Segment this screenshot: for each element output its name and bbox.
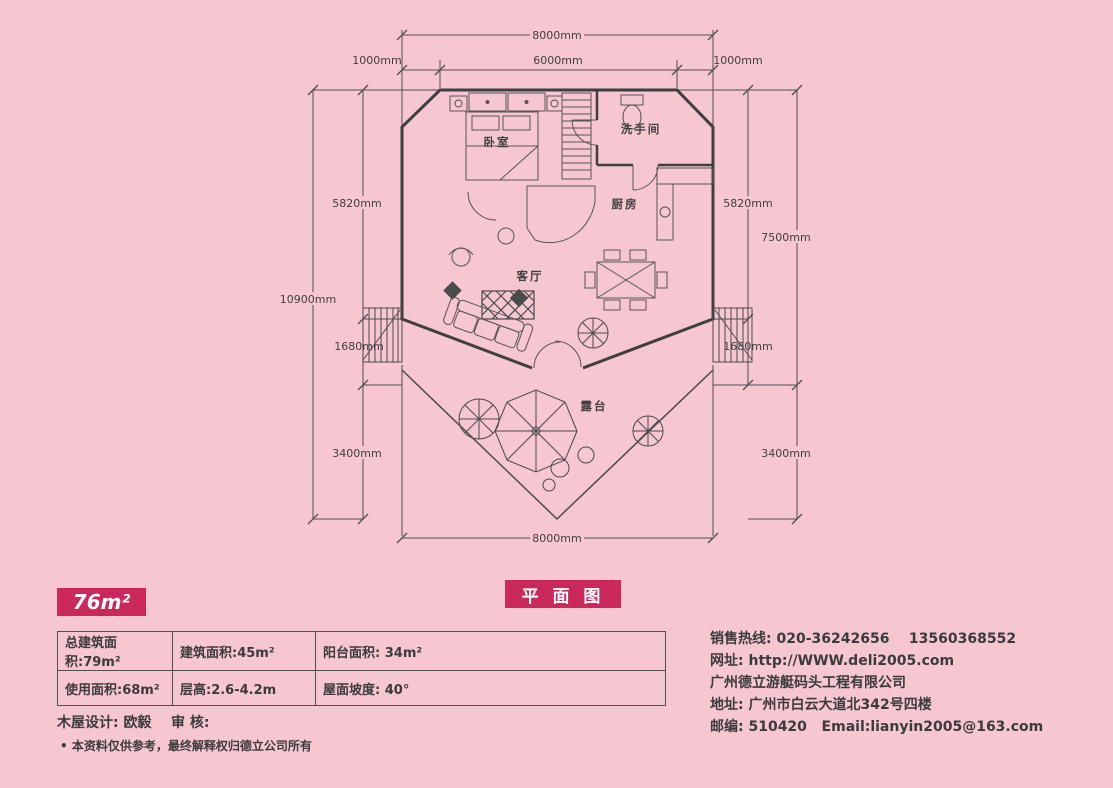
contact-postal-email: 邮编: 510420 Email:lianyin2005@163.com — [710, 719, 1044, 735]
room-label-bathroom: 洗手间 — [621, 122, 662, 136]
contact-company: 广州德立游艇码头工程有限公司 — [710, 675, 906, 691]
armchair — [448, 247, 474, 267]
dim-top-mid: 6000mm — [533, 54, 582, 67]
table-row: 总建筑面积:79m² 建筑面积:45m² 阳台面积: 34m² — [57, 631, 666, 671]
dim-right-upper: 5820mm — [723, 197, 772, 210]
dim-bottom-total: 8000mm — [532, 532, 581, 545]
dimension-lines — [312, 30, 798, 539]
table-cell-floor-height: 层高:2.6-4.2m — [172, 670, 316, 706]
sofa — [443, 296, 534, 352]
contact-website: 网址: http://WWW.deli2005.com — [710, 653, 955, 669]
dim-right-lower: 3400mm — [761, 447, 810, 460]
dim-right-total: 7500mm — [761, 231, 810, 244]
room-label-living: 客厅 — [516, 269, 544, 283]
side-table — [443, 281, 529, 308]
room-label-bedroom: 卧室 — [484, 135, 511, 149]
stairs-left — [362, 307, 403, 363]
dim-left-mid: 1680mm — [334, 340, 383, 353]
dim-top-left: 1000mm — [352, 54, 401, 67]
rug — [481, 290, 535, 320]
interior-walls — [595, 90, 713, 167]
table-cell-usable-area: 使用面积:68m² — [57, 670, 173, 706]
bedroom-cabinets — [449, 92, 563, 112]
dining-set — [584, 249, 668, 311]
table-cell-balcony-area: 阳台面积: 34m² — [315, 631, 666, 671]
toilet — [620, 94, 644, 130]
parasol — [494, 389, 578, 473]
bed — [465, 111, 539, 181]
dim-top-total: 8000mm — [532, 29, 581, 42]
terrace-stools — [542, 446, 595, 492]
contact-address: 地址: 广州市白云大道北342号四楼 — [710, 697, 932, 713]
house-walls — [400, 88, 715, 370]
wardrobe — [561, 92, 592, 180]
tree — [458, 398, 500, 440]
area-badge: 76m² — [57, 588, 146, 616]
tree — [632, 415, 664, 447]
designer-line: 木屋设计: 欧毅 审 核: — [57, 715, 210, 731]
kitchen-counter — [656, 167, 714, 241]
dim-left-total: 10900mm — [280, 293, 336, 306]
area-info-table: 总建筑面积:79m² 建筑面积:45m² 阳台面积: 34m² 使用面积:68m… — [57, 631, 666, 706]
tree — [577, 317, 609, 349]
dim-left-upper: 5820mm — [332, 197, 381, 210]
stairs-right — [712, 307, 753, 363]
table-cell-building-area: 建筑面积:45m² — [172, 631, 316, 671]
piano-desk — [497, 185, 596, 245]
table-cell-roof-slope: 屋面坡度: 40° — [315, 670, 666, 706]
plan-title-badge: 平 面 图 — [505, 580, 621, 608]
floor-plan-drawing: 8000mm 1000mm 6000mm 1000mm 10900mm 5820… — [278, 28, 813, 545]
room-label-kitchen: 厨房 — [612, 197, 639, 211]
table-cell-total-area: 总建筑面积:79m² — [57, 631, 173, 671]
contact-block: 销售热线: 020-36242656 13560368552 网址: http:… — [710, 628, 1043, 738]
room-label-terrace: 露台 — [581, 399, 608, 413]
contact-hotline: 销售热线: 020-36242656 13560368552 — [710, 631, 1017, 647]
disclaimer-text: • 本资料仅供参考，最终解释权归德立公司所有 — [60, 739, 312, 753]
dim-top-right: 1000mm — [713, 54, 762, 67]
terrace-railing — [401, 369, 714, 521]
dim-left-lower: 3400mm — [332, 447, 381, 460]
dimension-labels: 8000mm 1000mm 6000mm 1000mm 10900mm 5820… — [278, 28, 813, 545]
table-row: 使用面积:68m² 层高:2.6-4.2m 屋面坡度: 40° — [57, 670, 666, 706]
door-arcs — [467, 119, 659, 369]
